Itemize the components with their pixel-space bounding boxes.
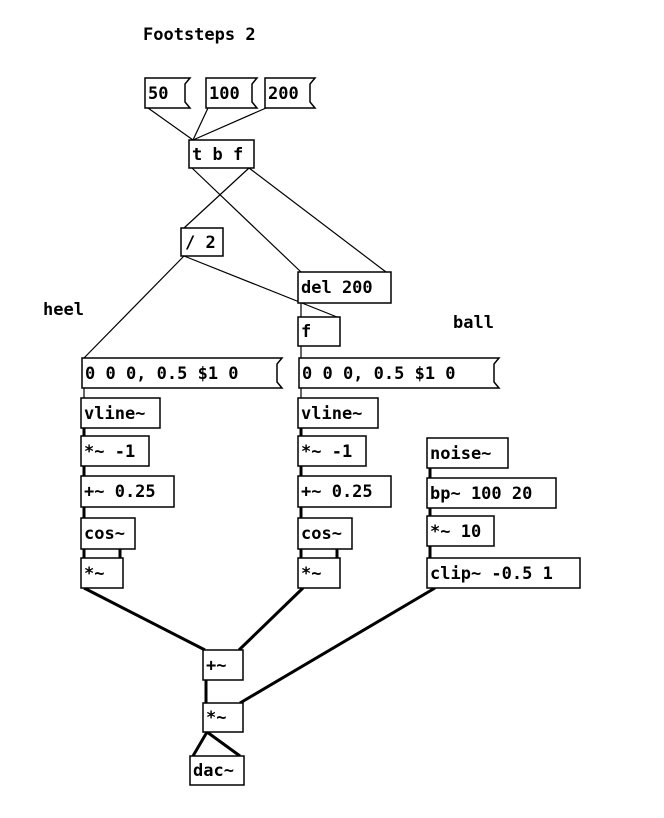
svg-text:+~ 0.25: +~ 0.25 xyxy=(301,482,373,502)
obj-dac[interactable]: dac~ xyxy=(189,755,245,786)
obj-divide[interactable]: / 2 xyxy=(180,227,224,257)
obj-mul-out[interactable]: *~ xyxy=(202,702,244,733)
wire-tbf-del xyxy=(191,167,302,273)
obj-sum[interactable]: +~ xyxy=(202,649,244,681)
obj-trigger[interactable]: t b f xyxy=(188,139,255,169)
patch-title: Footsteps 2 xyxy=(143,25,256,45)
obj-cos-ball[interactable]: cos~ xyxy=(297,517,353,550)
msg-100[interactable]: 100 xyxy=(205,77,259,109)
wire-50-tbf xyxy=(147,107,194,141)
msg-200[interactable]: 200 xyxy=(264,77,317,109)
svg-text:0 0 0, 0.5 $1 0: 0 0 0, 0.5 $1 0 xyxy=(85,364,239,384)
svg-text:cos~: cos~ xyxy=(84,524,125,544)
svg-text:+~: +~ xyxy=(206,656,226,676)
obj-mul-neg1-ball[interactable]: *~ -1 xyxy=(297,435,367,467)
svg-text:vline~: vline~ xyxy=(84,404,145,424)
svg-text:noise~: noise~ xyxy=(430,444,491,464)
wire-div-heelmsg xyxy=(83,255,185,359)
svg-text:dac~: dac~ xyxy=(193,761,234,781)
obj-mul-neg1-heel[interactable]: *~ -1 xyxy=(80,435,150,467)
obj-delay[interactable]: del 200 xyxy=(297,271,392,304)
svg-text:*~ 10: *~ 10 xyxy=(430,522,481,542)
svg-text:*~ -1: *~ -1 xyxy=(84,442,135,462)
wire-tbf-div xyxy=(183,167,250,229)
obj-add-025-heel[interactable]: +~ 0.25 xyxy=(80,475,175,508)
control-wires xyxy=(83,107,387,398)
obj-float[interactable]: f xyxy=(297,316,341,347)
svg-text:*~: *~ xyxy=(84,564,104,584)
svg-text:clip~ -0.5 1: clip~ -0.5 1 xyxy=(430,564,553,584)
svg-text:vline~: vline~ xyxy=(301,404,362,424)
wire-div-f xyxy=(183,255,338,318)
obj-cos-heel[interactable]: cos~ xyxy=(80,517,136,550)
svg-text:0 0 0, 0.5 $1 0: 0 0 0, 0.5 $1 0 xyxy=(302,364,456,384)
svg-text:bp~ 100 20: bp~ 100 20 xyxy=(430,484,532,504)
svg-text:*~: *~ xyxy=(206,708,226,728)
svg-text:50: 50 xyxy=(148,84,168,104)
svg-text:100: 100 xyxy=(209,84,240,104)
msg-50[interactable]: 50 xyxy=(144,77,192,109)
obj-vline-heel[interactable]: vline~ xyxy=(80,397,161,429)
svg-text:+~ 0.25: +~ 0.25 xyxy=(84,482,156,502)
msg-ball-envelope[interactable]: 0 0 0, 0.5 $1 0 xyxy=(298,357,501,389)
obj-mul-10[interactable]: *~ 10 xyxy=(426,515,495,547)
obj-vline-ball[interactable]: vline~ xyxy=(297,397,379,429)
ball-comment: ball xyxy=(453,313,494,333)
signal-wires xyxy=(82,428,436,758)
svg-text:del 200: del 200 xyxy=(301,278,373,298)
obj-square-ball[interactable]: *~ xyxy=(297,557,341,589)
svg-text:cos~: cos~ xyxy=(301,524,342,544)
sig-mulout-dac-r xyxy=(206,730,241,758)
svg-text:t b f: t b f xyxy=(192,145,243,165)
wire-tbf-del-right xyxy=(248,167,387,273)
msg-heel-envelope[interactable]: 0 0 0, 0.5 $1 0 xyxy=(81,357,284,389)
svg-text:*~: *~ xyxy=(301,564,321,584)
wire-100-tbf xyxy=(192,107,209,141)
obj-noise[interactable]: noise~ xyxy=(426,437,509,469)
sig-ball-sum xyxy=(237,586,305,652)
wire-200-tbf xyxy=(192,107,267,141)
obj-add-025-ball[interactable]: +~ 0.25 xyxy=(297,475,392,508)
heel-comment: heel xyxy=(43,300,84,320)
svg-text:f: f xyxy=(301,322,311,342)
obj-bandpass[interactable]: bp~ 100 20 xyxy=(426,477,557,509)
obj-clip[interactable]: clip~ -0.5 1 xyxy=(426,557,581,589)
svg-text:/ 2: / 2 xyxy=(185,233,216,253)
sig-mulout-dac-l xyxy=(191,731,209,757)
svg-text:200: 200 xyxy=(268,84,299,104)
obj-square-heel[interactable]: *~ xyxy=(80,557,124,589)
svg-text:*~ -1: *~ -1 xyxy=(301,442,352,462)
sig-heel-sum xyxy=(83,586,206,652)
sig-clip-mulout xyxy=(239,586,436,705)
